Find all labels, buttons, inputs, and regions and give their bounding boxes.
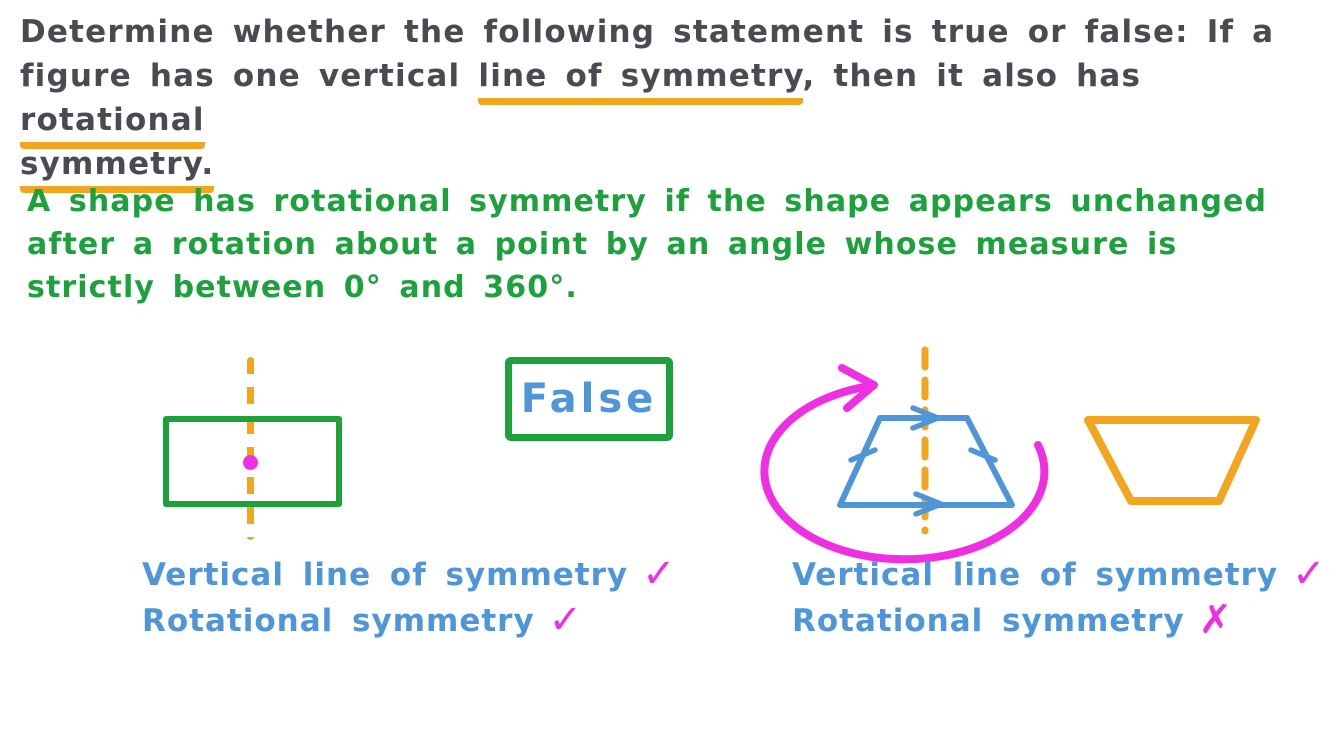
right-caption-line-1: Vertical line of symmetry ✓ [792,552,1327,598]
right-caption-line-1-text: Vertical line of symmetry [792,557,1279,593]
problem-line-2-text: figure has one vertical [20,58,479,94]
rotation-center-dot-icon [243,455,258,470]
trapezoid-figure [760,346,1049,564]
right-caption-line-2-text: Rotational symmetry [792,603,1185,639]
cross-mark-icon: ✗ [1198,597,1234,643]
problem-line-2: figure has one vertical line of symmetry… [20,54,1330,149]
problem-line-1: Determine whether the following statemen… [20,14,1275,50]
underlined-term-symmetry: symmetry. [20,146,215,193]
definition-line-2: after a rotation about a point by an ang… [27,227,1178,262]
right-figure-caption: Vertical line of symmetry ✓ Rotational sy… [792,552,1327,644]
left-symmetry-line-icon [247,357,254,540]
left-caption-line-2-text: Rotational symmetry [142,603,535,639]
definition-text: A shape has rotational symmetry if the s… [27,180,1307,309]
left-caption-line-1: Vertical line of symmetry ✓ [142,552,677,598]
answer-label: False [520,376,658,422]
orange-trapezoid-shape [1084,416,1260,505]
orange-trapezoid-figure [1084,416,1260,505]
parallel-arrow-top-icon [910,405,941,431]
problem-statement: Determine whether the following statemen… [20,10,1330,193]
problem-line-2-text: , then it also has [802,58,1142,94]
left-caption-line-1-text: Vertical line of symmetry [142,557,629,593]
right-caption-line-2: Rotational symmetry ✗ [792,598,1327,644]
left-caption-line-2: Rotational symmetry ✓ [142,598,677,644]
rectangle-shape [163,416,342,507]
problem-line-3: symmetry. [20,142,1330,193]
tick-mark-left-icon [848,447,878,463]
parallel-arrow-bottom-icon [913,491,944,517]
answer-box: False [505,357,673,441]
underlined-term-rotational: rotational [20,102,205,149]
check-mark-icon: ✓ [642,551,677,597]
tick-mark-right-icon [968,447,998,463]
rotation-arrow-icon [760,382,1049,564]
definition-line-1: A shape has rotational symmetry if the s… [27,184,1268,219]
underlined-term-line-of-symmetry: line of symmetry [478,58,803,105]
check-mark-icon: ✓ [548,597,584,643]
trapezoid-shape [837,415,1015,508]
left-figure-caption: Vertical line of symmetry ✓ Rotational sy… [142,552,677,644]
check-mark-icon: ✓ [1292,551,1327,597]
rotation-arrowhead-icon [838,364,878,412]
definition-line-3: strictly between 0° and 360°. [27,270,578,305]
